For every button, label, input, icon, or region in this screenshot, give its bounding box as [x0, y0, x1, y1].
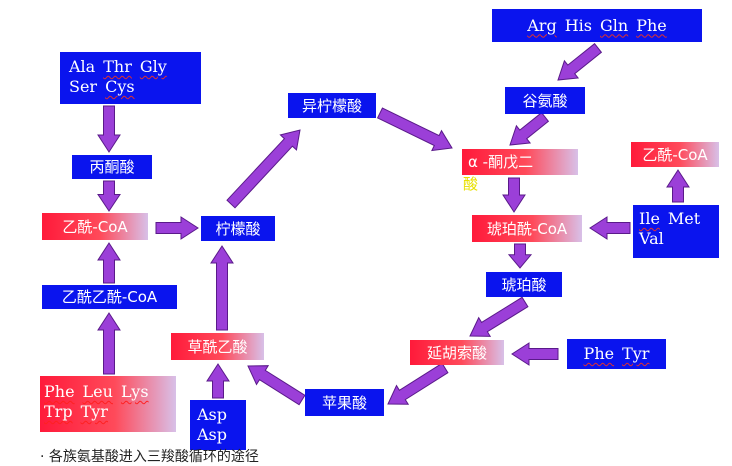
arrow-aatop-to-glutamate	[557, 42, 603, 81]
aa-group-asp: Asp Asp	[190, 400, 246, 450]
aa-label: Cys	[105, 77, 135, 96]
footer-caption: · 各族氨基酸进入三羧酸循环的途径	[40, 449, 259, 465]
aa-group-arg-his-gln-phe: Arg His Gln Phe	[492, 9, 702, 42]
arrow-aaright-to-acetylcoa	[666, 169, 690, 203]
node-glutamate: 谷氨酸	[505, 87, 585, 114]
aa-label: Thr	[103, 57, 132, 76]
node-isocitrate: 异柠檬酸	[288, 93, 376, 118]
arrow-asp-to-oxaloacetate	[206, 363, 230, 399]
arrow-pyruvate-to-acetylcoa	[97, 180, 121, 212]
node-oxaloacetate: 草酰乙酸	[171, 333, 264, 360]
aa-label: Leu	[82, 382, 113, 401]
arrow-glutamate-to-akg	[509, 111, 550, 146]
alpha-kg-line1: α -酮戊二	[468, 153, 534, 171]
aa-label: Tyr	[622, 344, 650, 363]
aa-label: Asp	[197, 405, 228, 424]
node-succinate: 琥珀酸	[486, 272, 562, 297]
aa-label: Phe	[44, 382, 75, 401]
arrow-aa2-to-acetoacetyl	[97, 312, 121, 375]
arrow-succinylcoa-to-succinate	[507, 243, 533, 269]
node-pyruvate: 丙酮酸	[72, 155, 152, 179]
node-citrate: 柠檬酸	[201, 216, 275, 241]
arrow-acetoacetyl-to-acetylcoa	[97, 242, 121, 284]
node-malate: 苹果酸	[305, 389, 384, 416]
arrow-phetyr-to-fumarate	[511, 342, 559, 366]
aa-label: Phe	[636, 15, 667, 35]
aa-label: Gln	[599, 15, 629, 35]
aa-label: Ile	[639, 209, 660, 228]
arrow-malate-to-oxaloacetate	[247, 365, 306, 406]
arrow-aaright-to-succinylcoa	[589, 216, 631, 240]
arrow-oxaloacetate-to-citrate	[210, 245, 234, 331]
node-acetoacetyl-coa: 乙酰乙酰-CoA	[42, 285, 177, 309]
arrow-aa1-to-pyruvate	[97, 105, 121, 153]
aa-group-phe-leu-lys-trp-tyr: Phe Leu Lys Trp Tyr	[40, 376, 176, 432]
aa-group-ala-thr-gly-ser-cys: Ala Thr Gly Ser Cys	[60, 52, 201, 104]
node-acetyl-coa: 乙酰-CoA	[42, 213, 148, 240]
node-fumarate: 延胡索酸	[410, 340, 504, 365]
arrow-isocitrate-to-akg	[376, 107, 453, 152]
aa-label: Ala	[69, 57, 96, 76]
aa-label: Trp	[44, 402, 73, 421]
aa-group-ile-met-val: Ile Met Val	[633, 205, 719, 258]
node-alpha-ketoglutarate: α -酮戊二	[462, 149, 578, 175]
alpha-kg-line2: 酸	[463, 175, 479, 193]
node-acetyl-coa-right: 乙酰-CoA	[631, 142, 719, 167]
aa-label: Ser	[69, 77, 98, 96]
aa-label: Val	[639, 229, 664, 248]
arrow-fumarate-to-malate	[387, 362, 449, 405]
arrow-akg-to-succinylcoa	[502, 177, 526, 213]
aa-label: Gly	[139, 57, 167, 76]
arrow-citrate-to-isocitrate	[226, 129, 301, 209]
node-succinyl-coa: 琥珀酰-CoA	[472, 215, 582, 242]
aa-label: Asp	[197, 425, 228, 444]
aa-label: Met	[667, 209, 701, 228]
aa-group-phe-tyr: Phe Tyr	[567, 339, 666, 369]
arrow-succinate-to-fumarate	[469, 296, 529, 337]
arrow-acetylcoa-to-citrate	[155, 216, 199, 240]
aa-label: Phe	[583, 344, 615, 363]
aa-label: Tyr	[80, 402, 108, 421]
aa-label: Arg	[527, 15, 557, 35]
aa-label: Lys	[120, 382, 149, 401]
aa-label: His	[564, 15, 592, 35]
